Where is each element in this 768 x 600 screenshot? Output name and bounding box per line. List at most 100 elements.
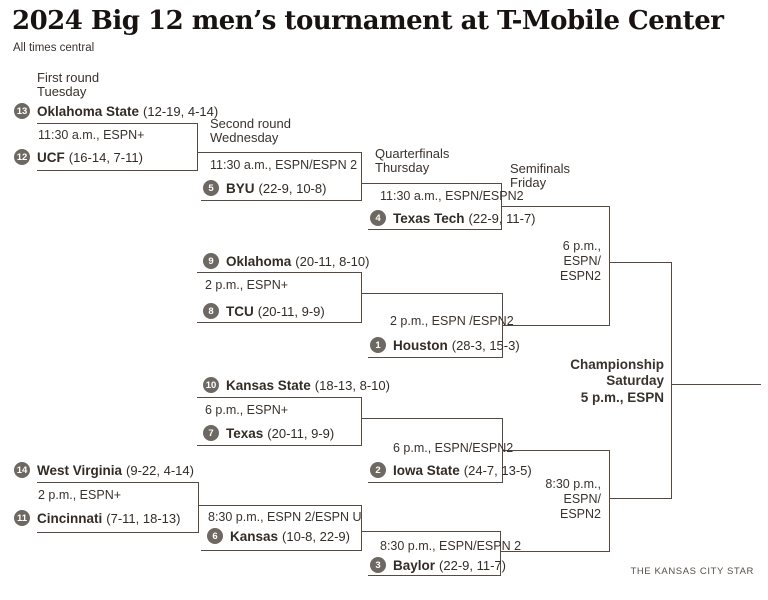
team-record: (22-9, 11-7): [468, 210, 536, 226]
seed-badge: 5: [203, 180, 219, 196]
bracket-line: [197, 272, 361, 273]
bracket-line: [609, 450, 610, 552]
bracket-line: [368, 482, 502, 483]
bracket-line: [361, 293, 502, 294]
bracket-line: [361, 183, 501, 184]
team-baylor: 3 Baylor (22-9, 11-7): [370, 557, 506, 573]
championship-line: Championship: [570, 357, 664, 372]
bracket-line: [37, 170, 197, 171]
bracket-line: [197, 322, 361, 323]
bracket-line: [361, 505, 362, 551]
team-ucf: 12 UCF (16-14, 7-11): [14, 149, 143, 165]
seed-badge: 2: [370, 462, 386, 478]
bracket-line: [201, 200, 361, 201]
bracket-line: [197, 397, 361, 398]
bracket-line: [361, 152, 362, 201]
team-name: Texas Tech: [393, 210, 465, 226]
team-name: BYU: [226, 180, 255, 196]
seed-badge: 4: [370, 210, 386, 226]
championship-line: 5 p.m., ESPN: [580, 389, 664, 405]
round-label-text: Semifinals: [510, 161, 570, 176]
team-name: Baylor: [393, 557, 436, 573]
game-time: 6 p.m., ESPN/ESPN2: [393, 441, 514, 455]
bracket-line: [502, 418, 503, 483]
team-kansas: 6 Kansas (10-8, 22-9): [207, 528, 350, 544]
round-label-second-round: Second round Wednesday: [210, 116, 291, 146]
team-name: Kansas State: [226, 377, 311, 393]
bracket-line: [368, 357, 502, 358]
semifinal-2-time: 8:30 p.m., ESPN/ ESPN2: [501, 477, 601, 522]
bracket-line: [609, 262, 671, 263]
round-label-semifinals: Semifinals Friday: [510, 161, 570, 191]
team-record: (28-3, 15-3): [451, 337, 520, 353]
bracket-line: [368, 575, 500, 576]
team-record: (7-11, 18-13): [106, 510, 181, 526]
game-time: 11:30 a.m., ESPN/ESPN 2: [210, 158, 358, 172]
round-label-text: Second round: [210, 116, 291, 131]
team-record: (10-8, 22-9): [282, 528, 350, 544]
team-cincinnati: 11 Cincinnati (7-11, 18-13): [14, 510, 180, 526]
round-day-text: Tuesday: [37, 84, 87, 100]
team-name: Texas: [226, 425, 264, 441]
time-line: ESPN/: [563, 254, 601, 268]
team-name: Iowa State: [393, 462, 460, 478]
championship-line: Saturday: [606, 373, 664, 389]
page-title: 2024 Big 12 men’s tournament at T-Mobile…: [12, 6, 724, 36]
seed-badge: 6: [207, 528, 223, 544]
team-record: (22-9, 11-7): [439, 557, 506, 573]
round-day-text: Thursday: [375, 160, 430, 176]
subtitle: All times central: [13, 42, 95, 54]
seed-badge: 12: [14, 149, 30, 165]
game-time: 2 p.m., ESPN+: [38, 488, 122, 502]
time-line: 6 p.m.,: [562, 239, 601, 253]
team-name: Houston: [393, 337, 448, 353]
bracket-line: [37, 123, 197, 124]
seed-badge: 13: [14, 103, 30, 119]
time-line: ESPN2: [560, 269, 601, 283]
bracket-line: [361, 531, 500, 532]
round-day-text: Friday: [510, 175, 547, 191]
team-houston: 1 Houston (28-3, 15-3): [370, 337, 520, 353]
bracket-line: [671, 262, 672, 499]
bracket-line: [37, 532, 198, 533]
game-time: 11:30 a.m., ESPN+: [38, 128, 145, 142]
bracket-line: [501, 183, 502, 230]
bracket-line: [361, 418, 502, 419]
team-record: (22-9, 10-8): [258, 180, 327, 196]
bracket-line: [361, 272, 362, 323]
team-record: (24-7, 13-5): [463, 462, 532, 478]
bracket-line: [198, 482, 199, 533]
team-record: (16-14, 7-11): [68, 149, 143, 165]
team-oklahoma: 9 Oklahoma (20-11, 8-10): [203, 253, 369, 269]
source-credit: THE KANSAS CITY STAR: [630, 566, 754, 577]
team-west-virginia: 14 West Virginia (9-22, 4-14): [14, 462, 194, 478]
team-byu: 5 BYU (22-9, 10-8): [203, 180, 326, 196]
bracket-line: [37, 482, 198, 483]
championship-label: Championship Saturday 5 p.m., ESPN: [520, 357, 664, 406]
bracket-line: [501, 206, 609, 207]
bracket-line: [197, 445, 361, 446]
round-day-text: Wednesday: [210, 130, 279, 146]
team-texas-tech: 4 Texas Tech (22-9, 11-7): [370, 210, 536, 226]
team-record: (20-11, 9-9): [257, 303, 325, 319]
team-kansas-state: 10 Kansas State (18-13, 8-10): [203, 377, 390, 393]
game-time: 8:30 p.m., ESPN/ESPN 2: [380, 539, 522, 553]
team-name: Oklahoma State: [37, 103, 140, 119]
seed-badge: 3: [370, 557, 386, 573]
bracket-line: [198, 505, 361, 506]
game-time: 8:30 p.m., ESPN 2/ESPN U: [208, 510, 362, 524]
bracket-line: [368, 229, 501, 230]
team-record: (12-19, 4-14): [143, 103, 219, 119]
team-oklahoma-state: 13 Oklahoma State (12-19, 4-14): [14, 103, 218, 119]
bracket-line: [361, 397, 362, 446]
round-label-quarterfinals: Quarterfinals Thursday: [375, 146, 449, 176]
time-line: ESPN/: [563, 492, 601, 506]
game-time: 2 p.m., ESPN /ESPN2: [390, 314, 514, 328]
seed-badge: 10: [203, 377, 219, 393]
bracket-line: [500, 531, 501, 576]
team-record: (20-11, 9-9): [267, 425, 335, 441]
team-name: West Virginia: [37, 462, 123, 478]
team-record: (18-13, 8-10): [314, 377, 390, 393]
team-name: Cincinnati: [37, 510, 103, 526]
